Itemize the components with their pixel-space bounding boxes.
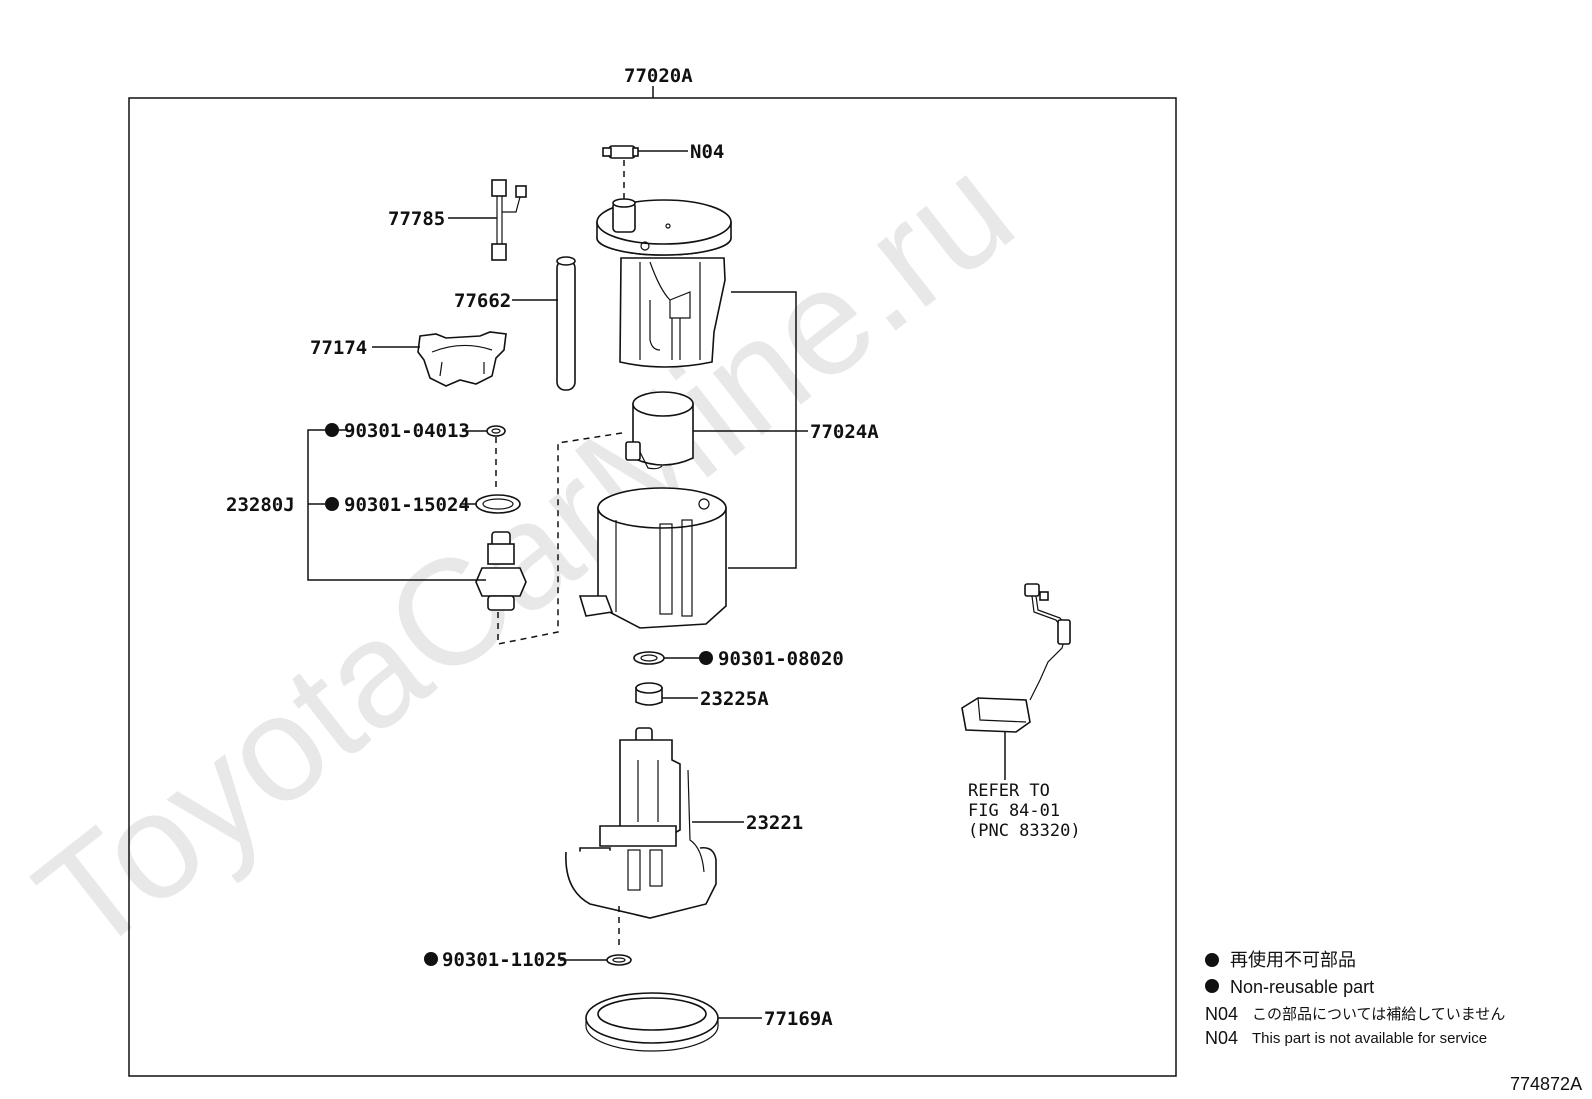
hose-77662 [556,256,576,391]
legend-nonreusable-en: Non-reusable part [1230,977,1374,997]
label-77662[interactable]: 77662 [454,290,511,312]
label-77024A[interactable]: 77024A [810,421,879,443]
filter-23225A [635,682,663,706]
label-23221[interactable]: 23221 [746,812,803,834]
pressure-regulator [475,531,527,611]
fuel-gauge-sender [961,583,1071,733]
n04-cap [602,145,639,159]
label-23280J[interactable]: 23280J [226,494,295,516]
label-77785[interactable]: 77785 [388,208,445,230]
label-90301-08020[interactable]: 90301-08020 [718,648,844,670]
pump-housing-upper [619,257,726,368]
fuel-sender-flange [596,198,732,256]
label-n04[interactable]: N04 [690,141,724,163]
label-90301-11025[interactable]: 90301-11025 [442,949,568,971]
label-90301-15024[interactable]: 90301-15024 [344,494,470,516]
watermark: ToyotaCarMine.ru [6,124,1042,985]
label-77020A[interactable]: 77020A [624,65,693,87]
legend-n04-jp: この部品については補給していません [1252,1006,1505,1023]
refer-line-2: FIG 84-01 [968,801,1060,821]
refer-line-3: (PNC 83320) [968,821,1081,841]
oring-90301-15024 [475,494,521,514]
legend-n04-code-1: N04 [1205,1004,1238,1024]
gasket-77169A [585,992,719,1052]
fuel-pump-23221 [565,727,717,919]
oring-90301-11025 [606,954,632,966]
legend-n04-code-2: N04 [1205,1028,1238,1048]
oring-90301-04013 [486,425,506,437]
figure-id: 774872A [1510,1074,1582,1094]
label-23225A[interactable]: 23225A [700,688,769,710]
legend-n04-en: This part is not available for service [1252,1030,1487,1047]
filter-cup [625,391,694,470]
label-90301-04013[interactable]: 90301-04013 [344,420,470,442]
pump-housing-lower [578,487,727,629]
label-77174[interactable]: 77174 [310,337,367,359]
label-77169A[interactable]: 77169A [764,1008,833,1030]
refer-line-1: REFER TO [968,781,1050,801]
wire-harness-77785 [491,179,527,261]
bracket-77174 [417,331,507,387]
oring-90301-08020 [633,651,665,665]
legend-nonreusable-jp: 再使用不可部品 [1230,950,1356,970]
